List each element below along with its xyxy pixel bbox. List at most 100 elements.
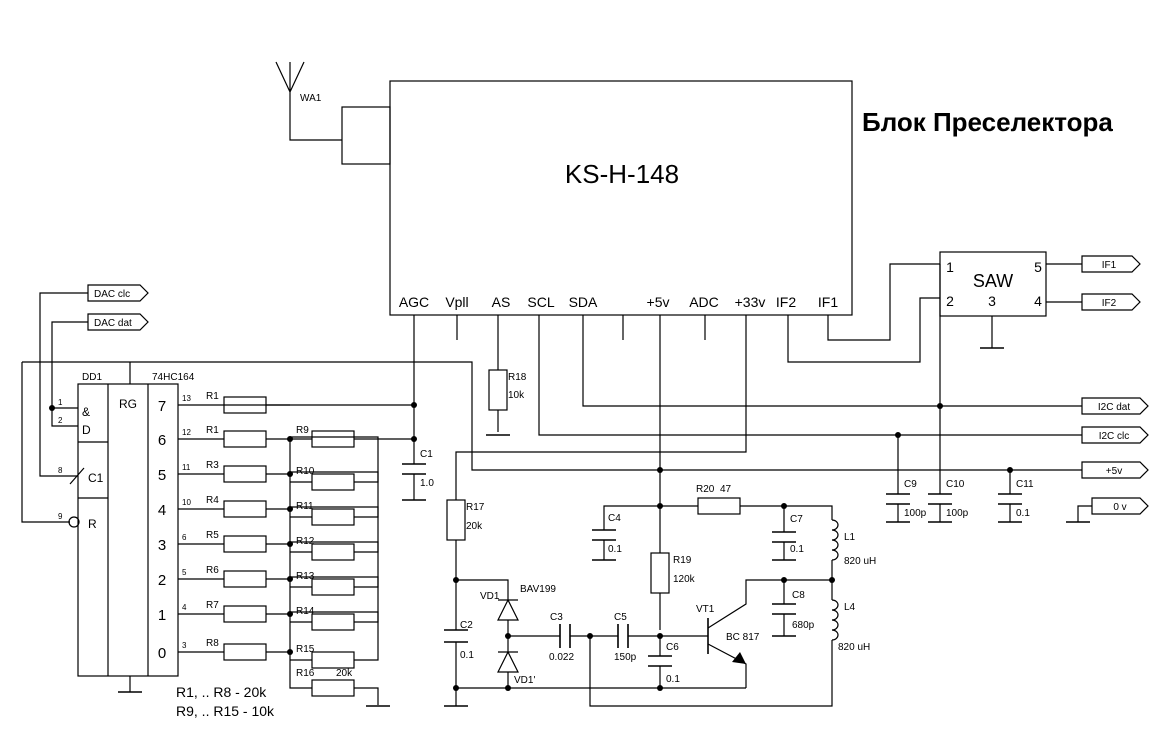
resistor-ladder [311, 543, 355, 561]
antenna-label: WA1 [300, 93, 322, 104]
svg-text:C1: C1 [88, 471, 104, 485]
svg-text:8: 8 [58, 466, 63, 475]
svg-text:20k: 20k [466, 521, 483, 532]
ladder-wire [290, 576, 379, 623]
tuner-module: KS-H-148 AGC Vpll AS SCL SDA +5v ADC +33… [341, 80, 853, 316]
register-ref: DD1 [82, 372, 102, 383]
saw-pin-2: 2 [946, 293, 954, 309]
resistor-ladder [311, 578, 355, 596]
resistor-r20-ref: R20 [696, 484, 715, 495]
register-output-pin: 4 [182, 603, 187, 612]
junction [287, 649, 293, 655]
transistor-vt1: VT1 BC 817 [696, 579, 832, 688]
register-output-pin: 11 [182, 463, 191, 472]
connector-dac-clk: DAC clc [87, 284, 149, 302]
svg-text:DAC dat: DAC dat [94, 318, 132, 329]
connector-dac-dat: DAC dat [87, 313, 149, 331]
resistor-series [223, 570, 267, 588]
junctions [49, 402, 1013, 691]
svg-text:1: 1 [58, 398, 63, 407]
saw-pin-4: 4 [1034, 293, 1042, 309]
svg-text:9: 9 [58, 512, 63, 521]
register-output-label: 2 [158, 572, 166, 589]
inductor-l4: L4 820 uH [831, 599, 870, 653]
tuner-pin-sda: SDA [569, 294, 598, 310]
saw-name: SAW [973, 271, 1013, 291]
svg-text:BC 817: BC 817 [726, 632, 760, 643]
capacitor-c4-value: 0.1 [608, 544, 622, 555]
svg-text:0.1: 0.1 [1016, 508, 1030, 519]
ladder-wire [290, 611, 379, 661]
tuner-pin-agc: AGC [399, 294, 429, 310]
svg-text:2: 2 [58, 416, 63, 425]
register-output-label: 3 [158, 537, 166, 554]
svg-text:+5v: +5v [1106, 466, 1122, 477]
capacitor-c3-ref: C3 [550, 612, 563, 623]
capacitor-c8-value: 680p [792, 620, 815, 631]
resistor-r16-value: 20k [336, 668, 353, 679]
svg-text:R: R [88, 517, 97, 531]
resistor-ladder-ref: R9 [296, 425, 309, 436]
svg-text:0 v: 0 v [1113, 502, 1126, 513]
resistor-series-ref: R5 [206, 530, 219, 541]
tuner-pin-scl: SCL [527, 294, 554, 310]
saw-filter: SAW 1 2 3 4 5 [939, 251, 1047, 317]
svg-text:VD1': VD1' [514, 675, 535, 686]
resistor-r16 [311, 679, 355, 697]
resistor-series [223, 643, 267, 661]
capacitor-c7-ref: C7 [790, 514, 803, 525]
register-output-label: 0 [158, 645, 166, 662]
resistor-series [223, 500, 267, 518]
capacitor-c5-ref: C5 [614, 612, 627, 623]
register-output-pin: 12 [182, 428, 191, 437]
register-output-pin: 13 [182, 394, 191, 403]
register-output-pin: 5 [182, 568, 187, 577]
register-output-label: 4 [158, 502, 166, 519]
svg-text:D: D [82, 423, 91, 437]
tuner-pin-if2: IF2 [776, 294, 796, 310]
capacitor-c6-ref: C6 [666, 642, 679, 653]
connector-if1: IF1 [1081, 255, 1141, 273]
resistor-ladder [311, 613, 355, 631]
resistor-r17: R17 20k [446, 499, 485, 541]
capacitor-c11: C11 0.1 [998, 470, 1034, 523]
svg-text:820 uH: 820 uH [844, 556, 876, 567]
capacitor-c8-ref: C8 [792, 590, 805, 601]
capacitor-c6-value: 0.1 [666, 674, 680, 685]
ladder-wire [290, 436, 379, 483]
connector-0v: 0 v [1091, 497, 1149, 515]
resistor-ladder [311, 508, 355, 526]
svg-text:L4: L4 [844, 602, 856, 613]
resistor-series [223, 396, 267, 414]
svg-text:C10: C10 [946, 479, 965, 490]
svg-text:C11: C11 [1016, 479, 1034, 490]
ladder-wire [290, 506, 379, 553]
resistor-series [223, 430, 267, 448]
resistor-ladder [311, 651, 355, 669]
resistor-r18: R18 10k [486, 315, 527, 436]
resistor-ladder [311, 430, 355, 448]
resistor-r16-ref: R16 [296, 668, 315, 679]
register-output-label: 5 [158, 467, 166, 484]
register-output-pin: 10 [182, 498, 191, 507]
diode-vd1: VD1 BAV199 VD1' [480, 584, 556, 686]
resistor-series-ref: R1 [206, 391, 219, 402]
svg-text:R18: R18 [508, 372, 527, 383]
capacitor-c9: C9 100p [886, 435, 927, 523]
tuner-pin-vpll: Vpll [445, 294, 468, 310]
register-output-pin: 3 [182, 641, 187, 650]
resistor-series-ref: R8 [206, 638, 219, 649]
svg-text:R17: R17 [466, 502, 485, 513]
resistor-series-ref: R7 [206, 600, 219, 611]
tuner-name: KS-H-148 [565, 159, 679, 189]
capacitor-c5-value: 150p [614, 652, 637, 663]
saw-pin-1: 1 [946, 259, 954, 275]
resistor-ladder-ref: R15 [296, 644, 315, 655]
resistor-r19-ref: R19 [673, 555, 692, 566]
register-output-pin: 6 [182, 533, 187, 542]
capacitor-c1-ref: C1 [420, 449, 433, 460]
connector-5v: +5v [1081, 461, 1149, 479]
connector-i2c-dat: I2C dat [1081, 397, 1149, 415]
